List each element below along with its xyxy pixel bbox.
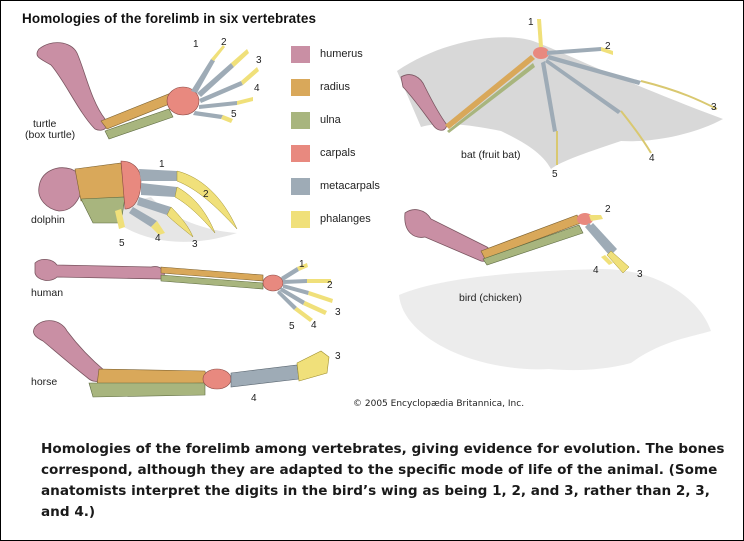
turtle-forelimb [36, 42, 259, 140]
dolphin-label: dolphin [31, 214, 65, 226]
human-arm [34, 259, 333, 322]
bird-label: bird (chicken) [459, 292, 522, 304]
dolphin-digit-5: 5 [119, 238, 125, 249]
legend-item-humerus: humerus [291, 45, 363, 63]
swatch-humerus [291, 45, 310, 63]
turtle-digit-4: 4 [254, 83, 260, 94]
bat-digit-2: 2 [605, 41, 611, 52]
bat-digit-5: 5 [552, 169, 558, 180]
swatch-ulna [291, 111, 310, 129]
bird-digit-3: 3 [637, 269, 643, 280]
legend-label-ulna: ulna [320, 114, 341, 126]
bat-label: bat (fruit bat) [461, 149, 521, 161]
dolphin-flipper [38, 160, 238, 242]
horse-forelimb [33, 320, 330, 398]
legend-item-metacarpals: metacarpals [291, 177, 380, 195]
bird-digit-2: 2 [605, 204, 611, 215]
figure-caption: Homologies of the forelimb among vertebr… [41, 441, 725, 520]
forelimb-illustration: turtle (box turtle) 1 2 3 4 5 dolphin 1 … [25, 17, 723, 404]
horse-digit-4: 4 [251, 393, 257, 404]
legend-label-humerus: humerus [320, 48, 363, 60]
turtle-digit-5: 5 [231, 109, 237, 120]
horse-digit-3: 3 [335, 351, 341, 362]
turtle-label-line2: (box turtle) [25, 129, 75, 141]
turtle-label-line1: turtle [33, 118, 57, 130]
legend-label-carpals: carpals [320, 147, 356, 159]
swatch-metacarpals [291, 177, 310, 195]
swatch-phalanges [291, 210, 310, 228]
swatch-radius [291, 78, 310, 96]
legend-item-carpals: carpals [291, 144, 355, 162]
human-digit-4: 4 [311, 320, 317, 331]
bird-digit-4: 4 [593, 265, 599, 276]
horse-label: horse [31, 376, 57, 388]
legend-item-ulna: ulna [291, 111, 341, 129]
legend-item-radius: radius [291, 78, 350, 96]
legend-label-metacarpals: metacarpals [320, 180, 380, 192]
bat-digit-4: 4 [649, 153, 655, 164]
dolphin-digit-3: 3 [192, 239, 198, 250]
copyright-notice: © 2005 Encyclopædia Britannica, Inc. [353, 399, 525, 409]
bat-digit-3: 3 [711, 102, 717, 113]
figure-title: Homologies of the forelimb in six verteb… [22, 11, 317, 26]
human-digit-1: 1 [299, 259, 305, 270]
dolphin-digit-4: 4 [155, 233, 161, 244]
legend-label-phalanges: phalanges [320, 213, 371, 225]
dolphin-digit-1: 1 [159, 159, 165, 170]
turtle-digit-2: 2 [221, 37, 227, 48]
human-digit-5: 5 [289, 321, 295, 332]
bird-wing [399, 209, 711, 371]
bat-digit-1: 1 [528, 17, 534, 28]
swatch-carpals [291, 144, 310, 162]
turtle-digit-3: 3 [256, 55, 262, 66]
human-digit-2: 2 [327, 280, 333, 291]
dolphin-digit-2: 2 [203, 189, 209, 200]
turtle-digit-1: 1 [193, 39, 199, 50]
bat-wing [397, 19, 723, 169]
legend-item-phalanges: phalanges [291, 210, 371, 228]
human-digit-3: 3 [335, 307, 341, 318]
human-label: human [31, 287, 63, 299]
legend-label-radius: radius [320, 81, 350, 93]
